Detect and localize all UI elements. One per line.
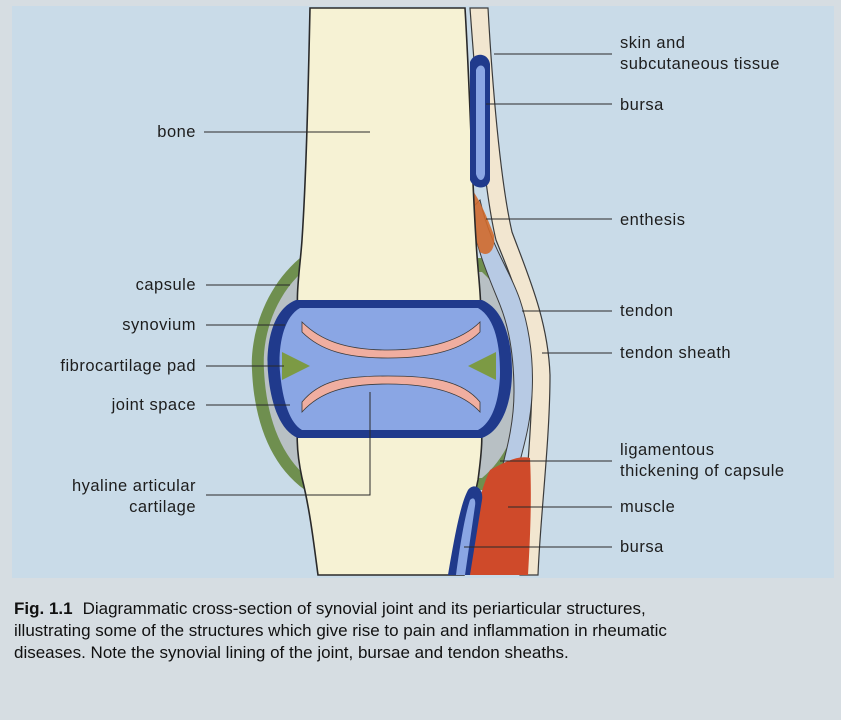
fibrocartilage-left [282, 352, 310, 380]
label-hyaline-line1: hyaline articular [71, 477, 196, 495]
label-muscle: muscle [620, 498, 676, 516]
label-bone: bone [157, 123, 196, 141]
joint-diagram [204, 7, 612, 576]
label-tendon-sheath: tendon sheath [620, 344, 732, 362]
label-bursa-top: bursa [620, 96, 664, 114]
label-hyaline-line2: cartilage [129, 498, 196, 516]
upper-cartilage [301, 321, 481, 359]
label-fibrocartilage-pad: fibrocartilage pad [60, 357, 196, 375]
caption-text: Diagrammatic cross-section of synovial j… [14, 599, 667, 662]
upper-bone [296, 7, 482, 326]
caption-figure-number: Fig. 1.1 [14, 599, 73, 618]
label-ligamentous-line2: thickening of capsule [620, 462, 785, 480]
muscle-shape [470, 457, 531, 575]
upper-bursa-fluid [476, 65, 485, 180]
label-capsule: capsule [135, 276, 196, 294]
label-skin-line2: subcutaneous tissue [620, 55, 780, 73]
label-tendon: tendon [620, 302, 674, 320]
label-synovium: synovium [122, 316, 196, 334]
synovial-fluid [279, 308, 500, 430]
label-skin-line1: skin and [620, 34, 686, 52]
label-ligamentous-line1: ligamentous [620, 441, 715, 459]
label-enthesis: enthesis [620, 211, 686, 229]
fibrocartilage-right [468, 352, 496, 380]
lower-cartilage [301, 375, 481, 414]
label-bursa-bottom: bursa [620, 538, 664, 556]
leader-lines [204, 53, 612, 548]
lower-bursa-fluid [456, 498, 476, 575]
label-joint-space: joint space [111, 396, 196, 414]
